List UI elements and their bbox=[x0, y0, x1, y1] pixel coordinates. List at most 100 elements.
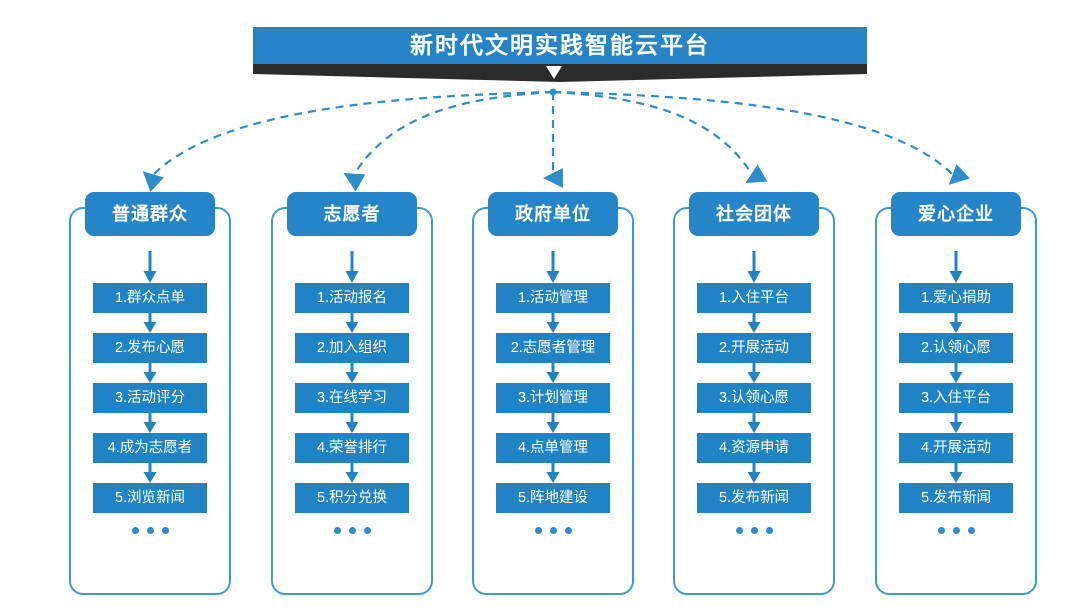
ellipsis-dot bbox=[937, 527, 945, 534]
down-arrow-icon bbox=[747, 251, 761, 283]
step-item[interactable]: 2.发布心愿 bbox=[93, 333, 207, 363]
down-arrow-icon bbox=[949, 251, 963, 283]
step-item[interactable]: 1.群众点单 bbox=[93, 283, 207, 313]
ellipsis-dot bbox=[765, 527, 773, 534]
ellipsis-dot bbox=[161, 527, 169, 534]
step-label: 5.阵地建设 bbox=[517, 489, 589, 506]
step-item[interactable]: 4.开展活动 bbox=[899, 433, 1013, 463]
step-item[interactable]: 3.入住平台 bbox=[899, 383, 1013, 413]
step-item[interactable]: 5.浏览新闻 bbox=[93, 483, 207, 513]
step-item[interactable]: 1.活动管理 bbox=[496, 283, 610, 313]
down-arrow-icon bbox=[143, 413, 157, 433]
column-1-header-label: 普通群众 bbox=[112, 204, 188, 224]
ellipsis-dot bbox=[333, 527, 341, 534]
step-label: 3.入住平台 bbox=[920, 389, 992, 406]
more-items-ellipsis bbox=[131, 527, 169, 534]
ellipsis-dot bbox=[549, 527, 557, 534]
step-item[interactable]: 5.阵地建设 bbox=[496, 483, 610, 513]
more-items-ellipsis bbox=[534, 527, 572, 534]
banner-bar: 新时代文明实践智能云平台 bbox=[253, 27, 867, 64]
step-label: 4.点单管理 bbox=[517, 439, 589, 456]
step-label: 3.计划管理 bbox=[517, 389, 589, 406]
step-item[interactable]: 4.成为志愿者 bbox=[93, 433, 207, 463]
step-item[interactable]: 1.爱心捐助 bbox=[899, 283, 1013, 313]
column-4: 社会团体 1.入住平台 2.开展活动 bbox=[673, 192, 835, 595]
down-arrow-icon bbox=[747, 363, 761, 383]
down-arrow-icon bbox=[747, 463, 761, 483]
page-title: 新时代文明实践智能云平台 bbox=[410, 32, 710, 58]
step-label: 5.发布新闻 bbox=[920, 489, 992, 506]
down-arrow-icon bbox=[949, 413, 963, 433]
step-item[interactable]: 5.发布新闻 bbox=[697, 483, 811, 513]
step-item[interactable]: 1.活动报名 bbox=[295, 283, 409, 313]
ellipsis-dot bbox=[363, 527, 371, 534]
step-label: 2.加入组织 bbox=[316, 339, 388, 356]
step-label: 3.在线学习 bbox=[316, 389, 388, 406]
down-arrow-icon bbox=[949, 463, 963, 483]
column-4-steps: 1.入住平台 2.开展活动 3.认领心愿 bbox=[673, 251, 835, 595]
step-label: 4.开展活动 bbox=[920, 439, 992, 456]
step-label: 4.荣誉排行 bbox=[316, 439, 388, 456]
column-3-header-label: 政府单位 bbox=[515, 204, 591, 224]
step-item[interactable]: 5.积分兑换 bbox=[295, 483, 409, 513]
step-label: 1.群众点单 bbox=[114, 289, 186, 306]
column-3-header[interactable]: 政府单位 bbox=[488, 192, 618, 236]
more-items-ellipsis bbox=[735, 527, 773, 534]
step-item[interactable]: 3.认领心愿 bbox=[697, 383, 811, 413]
ellipsis-dot bbox=[564, 527, 572, 534]
down-arrow-icon bbox=[949, 363, 963, 383]
step-item[interactable]: 4.资源申请 bbox=[697, 433, 811, 463]
step-item[interactable]: 1.入住平台 bbox=[697, 283, 811, 313]
down-arrow-icon bbox=[345, 463, 359, 483]
column-1-header[interactable]: 普通群众 bbox=[85, 192, 215, 236]
column-2: 志愿者 1.活动报名 2.加入组织 bbox=[271, 192, 433, 595]
ellipsis-dot bbox=[534, 527, 542, 534]
column-4-header[interactable]: 社会团体 bbox=[689, 192, 819, 236]
step-label: 1.活动报名 bbox=[316, 289, 388, 306]
column-5-header-label: 爱心企业 bbox=[918, 204, 994, 224]
step-label: 5.发布新闻 bbox=[718, 489, 790, 506]
down-arrow-icon bbox=[345, 363, 359, 383]
down-arrow-icon bbox=[747, 313, 761, 333]
step-item[interactable]: 2.认领心愿 bbox=[899, 333, 1013, 363]
step-label: 1.活动管理 bbox=[517, 289, 589, 306]
more-items-ellipsis bbox=[937, 527, 975, 534]
step-item[interactable]: 3.活动评分 bbox=[93, 383, 207, 413]
down-arrow-icon bbox=[345, 313, 359, 333]
step-item[interactable]: 2.开展活动 bbox=[697, 333, 811, 363]
column-2-header-label: 志愿者 bbox=[323, 204, 381, 224]
down-arrow-icon bbox=[143, 363, 157, 383]
step-label: 4.资源申请 bbox=[718, 439, 790, 456]
step-item[interactable]: 2.志愿者管理 bbox=[496, 333, 610, 363]
ellipsis-dot bbox=[131, 527, 139, 534]
column-5: 爱心企业 1.爱心捐助 2.认领心愿 bbox=[875, 192, 1037, 595]
platform-banner: 新时代文明实践智能云平台 bbox=[0, 0, 1080, 95]
down-arrow-icon bbox=[546, 313, 560, 333]
down-arrow-icon bbox=[546, 363, 560, 383]
column-2-header[interactable]: 志愿者 bbox=[287, 192, 417, 236]
step-item[interactable]: 2.加入组织 bbox=[295, 333, 409, 363]
more-items-ellipsis bbox=[333, 527, 371, 534]
column-5-header[interactable]: 爱心企业 bbox=[891, 192, 1021, 236]
ellipsis-dot bbox=[146, 527, 154, 534]
down-arrow-icon bbox=[747, 413, 761, 433]
step-label: 2.发布心愿 bbox=[114, 339, 186, 356]
chevron-down-icon bbox=[546, 66, 562, 79]
step-item[interactable]: 4.荣誉排行 bbox=[295, 433, 409, 463]
down-arrow-icon bbox=[949, 313, 963, 333]
down-arrow-icon bbox=[143, 313, 157, 333]
step-label: 2.开展活动 bbox=[718, 339, 790, 356]
down-arrow-icon bbox=[546, 251, 560, 283]
ellipsis-dot bbox=[750, 527, 758, 534]
column-2-steps: 1.活动报名 2.加入组织 3.在线学习 bbox=[271, 251, 433, 595]
step-item[interactable]: 3.计划管理 bbox=[496, 383, 610, 413]
step-label: 3.活动评分 bbox=[114, 389, 186, 406]
ellipsis-dot bbox=[967, 527, 975, 534]
step-item[interactable]: 4.点单管理 bbox=[496, 433, 610, 463]
down-arrow-icon bbox=[345, 413, 359, 433]
step-item[interactable]: 3.在线学习 bbox=[295, 383, 409, 413]
step-label: 2.志愿者管理 bbox=[510, 339, 596, 356]
step-item[interactable]: 5.发布新闻 bbox=[899, 483, 1013, 513]
